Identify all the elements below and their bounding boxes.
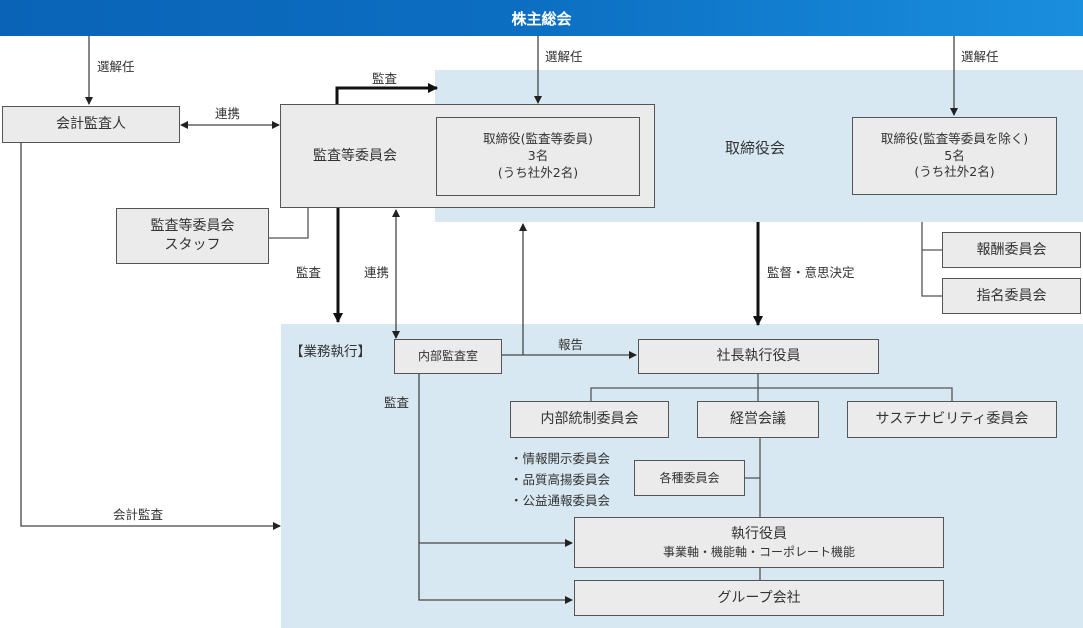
internal-control-committee-box: 内部統制委員会 [510,401,669,438]
group-companies-box: グループ会社 [574,580,944,616]
compensation-committee-box: 報酬委員会 [942,232,1081,268]
internal-audit-box: 内部監査室 [394,339,502,374]
accounting-auditor-box: 会計監査人 [2,106,180,143]
sub-committee-item: ・品質高揚委員会 [510,472,611,487]
sub-committee-list: ・情報開示委員会 ・品質高揚委員会 ・公益通報委員会 [510,448,610,511]
executive-officers-box: 執行役員 事業軸・機能軸・コーポレート機能 [574,517,944,568]
elect-label-mid: 選解任 [545,49,583,64]
shareholders-meeting-bar: 株主総会 [0,0,1083,36]
shareholders-meeting-title: 株主総会 [511,9,572,28]
audit-arrow-top [335,83,438,104]
audit-label-down: 監査 [296,265,322,280]
directors-audit-box: 取締役(監査等委員) 3名 (うち社外2名) [436,117,640,196]
committee-bracket [921,222,942,297]
audit-label-internal: 監査 [384,395,410,410]
elect-label-right: 選解任 [961,49,999,64]
directors-other-box: 取締役(監査等委員を除く) 5名 (うち社外2名) [852,117,1057,195]
execution-label: 【業務執行】 [290,344,371,360]
sub-committee-item: ・公益通報委員会 [510,493,611,508]
sustainability-committee-box: サステナビリティ委員会 [847,401,1057,438]
president-box: 社長執行役員 [638,339,879,374]
coop-label-left: 連携 [215,106,241,121]
various-committees-box: 各種委員会 [634,460,745,496]
internal-audit-line [418,373,573,604]
board-label: 取締役会 [725,139,786,157]
staff-connector [269,208,309,239]
coop-label-down: 連携 [364,265,390,280]
supervise-label: 監督・意思決定 [767,265,855,280]
nomination-committee-box: 指名委員会 [942,278,1081,314]
management-meeting-box: 経営会議 [697,401,819,438]
audit-label-top: 監査 [372,71,398,86]
accounting-audit-label: 会計監査 [113,507,164,522]
accounting-audit-arrow [20,143,281,530]
sub-committee-item: ・情報開示委員会 [510,451,611,466]
elect-label-left: 選解任 [97,59,135,74]
report-label: 報告 [558,337,584,352]
audit-staff-box: 監査等委員会 スタッフ [116,208,269,264]
